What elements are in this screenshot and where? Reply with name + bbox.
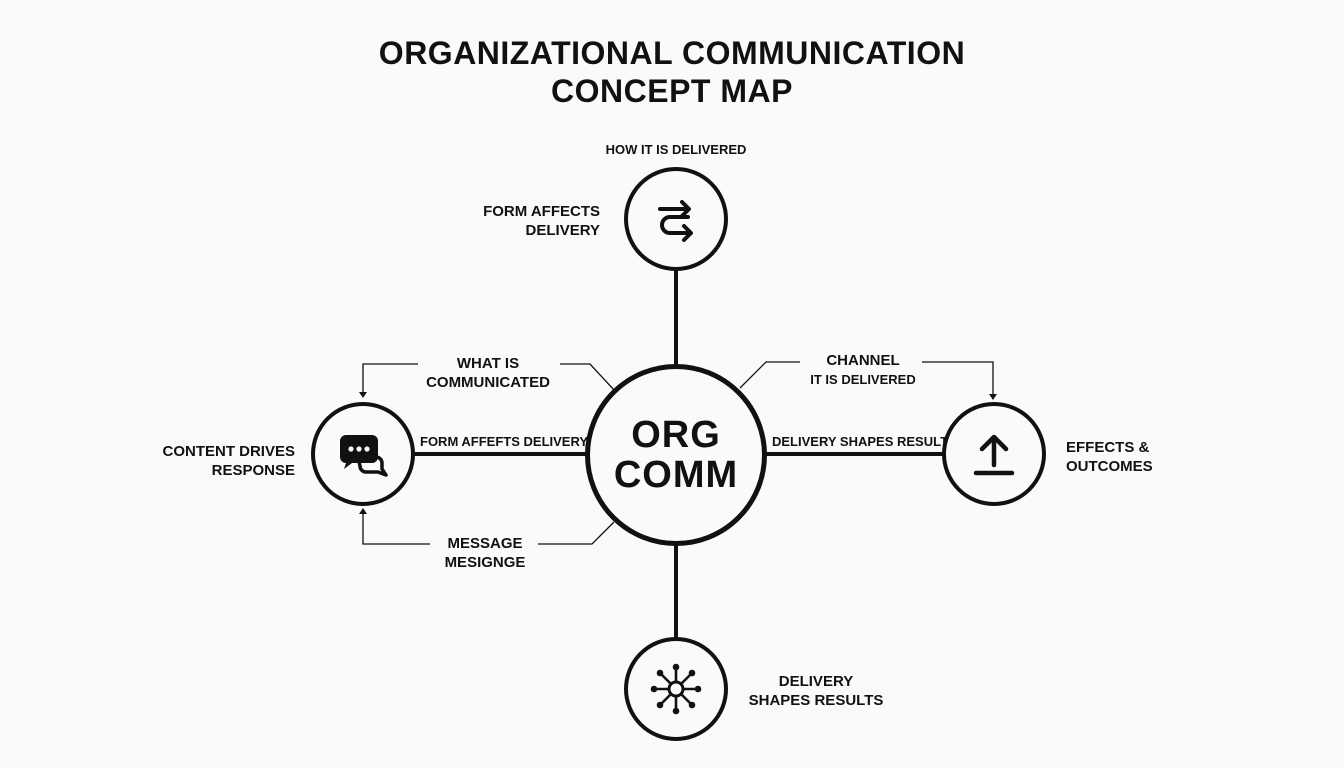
left-node[interactable] — [311, 402, 415, 506]
bottom-side-label-line-1: DELIVERY — [778, 673, 854, 690]
right-edge-label: DELIVERY SHAPES RESULTS — [772, 434, 957, 449]
bottom-side-label-line-2: SHAPES RESULTS — [748, 692, 884, 709]
chat-bubbles-icon — [340, 435, 388, 477]
right-side-label-line-2: OUTCOMES — [1066, 458, 1153, 475]
center-line-1: ORG — [631, 414, 721, 456]
left-side-label: CONTENT DRIVES RESPONSE — [120, 442, 295, 480]
leader-channel-arrow — [989, 394, 997, 400]
right-side-label: EFFECTS & OUTCOMES — [1066, 438, 1153, 476]
bottom-side-label: DELIVERY SHAPES RESULTS — [748, 672, 884, 710]
center-line-2: COMM — [613, 454, 739, 496]
top-node-label: HOW IT IS DELIVERED — [605, 142, 747, 157]
leader-channel-right — [922, 361, 994, 396]
leader-what — [362, 363, 418, 394]
leader-message-left — [362, 512, 430, 545]
callout-message: MESSAGE MESIGNGE — [420, 534, 550, 572]
center-node[interactable]: ORG COMM — [585, 364, 767, 546]
bottom-node[interactable] — [624, 637, 728, 741]
right-node[interactable] — [942, 402, 1046, 506]
title-line-1: ORGANIZATIONAL COMMUNICATION — [378, 35, 966, 71]
right-side-label-line-1: EFFECTS & — [1066, 439, 1150, 456]
callout-message-line-1: MESSAGE — [447, 535, 523, 552]
top-side-label-line-2: DELIVERY — [525, 222, 600, 239]
callout-what-line-1: WHAT IS — [456, 355, 520, 372]
callout-message-line-2: MESIGNGE — [444, 554, 526, 571]
upload-arrow-icon — [973, 434, 1015, 476]
top-side-label: FORM AFFECTS DELIVERY — [440, 202, 600, 240]
title-line-2: CONCEPT MAP — [551, 73, 793, 109]
leader-channel-left — [739, 361, 800, 389]
callout-what: WHAT IS COMMUNICATED — [410, 354, 566, 392]
top-side-label-line-1: FORM AFFECTS — [483, 203, 600, 220]
callout-channel-line-1: CHANNEL — [826, 352, 900, 369]
callout-channel: CHANNEL IT IS DELIVERED — [790, 351, 936, 389]
callout-channel-line-2: IT IS DELIVERED — [810, 372, 916, 387]
left-side-label-line-1: CONTENT DRIVES — [162, 443, 295, 460]
top-node[interactable] — [624, 167, 728, 271]
network-hub-icon — [650, 663, 702, 715]
leader-message-arrow — [359, 508, 367, 514]
leader-what-arrow — [359, 392, 367, 398]
leader-message-right — [538, 521, 615, 545]
leader-what-right — [560, 363, 615, 391]
left-side-label-line-2: RESPONSE — [211, 462, 295, 479]
exchange-arrows-icon — [658, 200, 693, 242]
callout-what-line-2: COMMUNICATED — [426, 374, 550, 391]
left-edge-label: FORM AFFEFTS DELIVERY — [420, 434, 589, 449]
diagram-title: ORGANIZATIONAL COMMUNICATION CONCEPT MAP — [0, 34, 1344, 110]
